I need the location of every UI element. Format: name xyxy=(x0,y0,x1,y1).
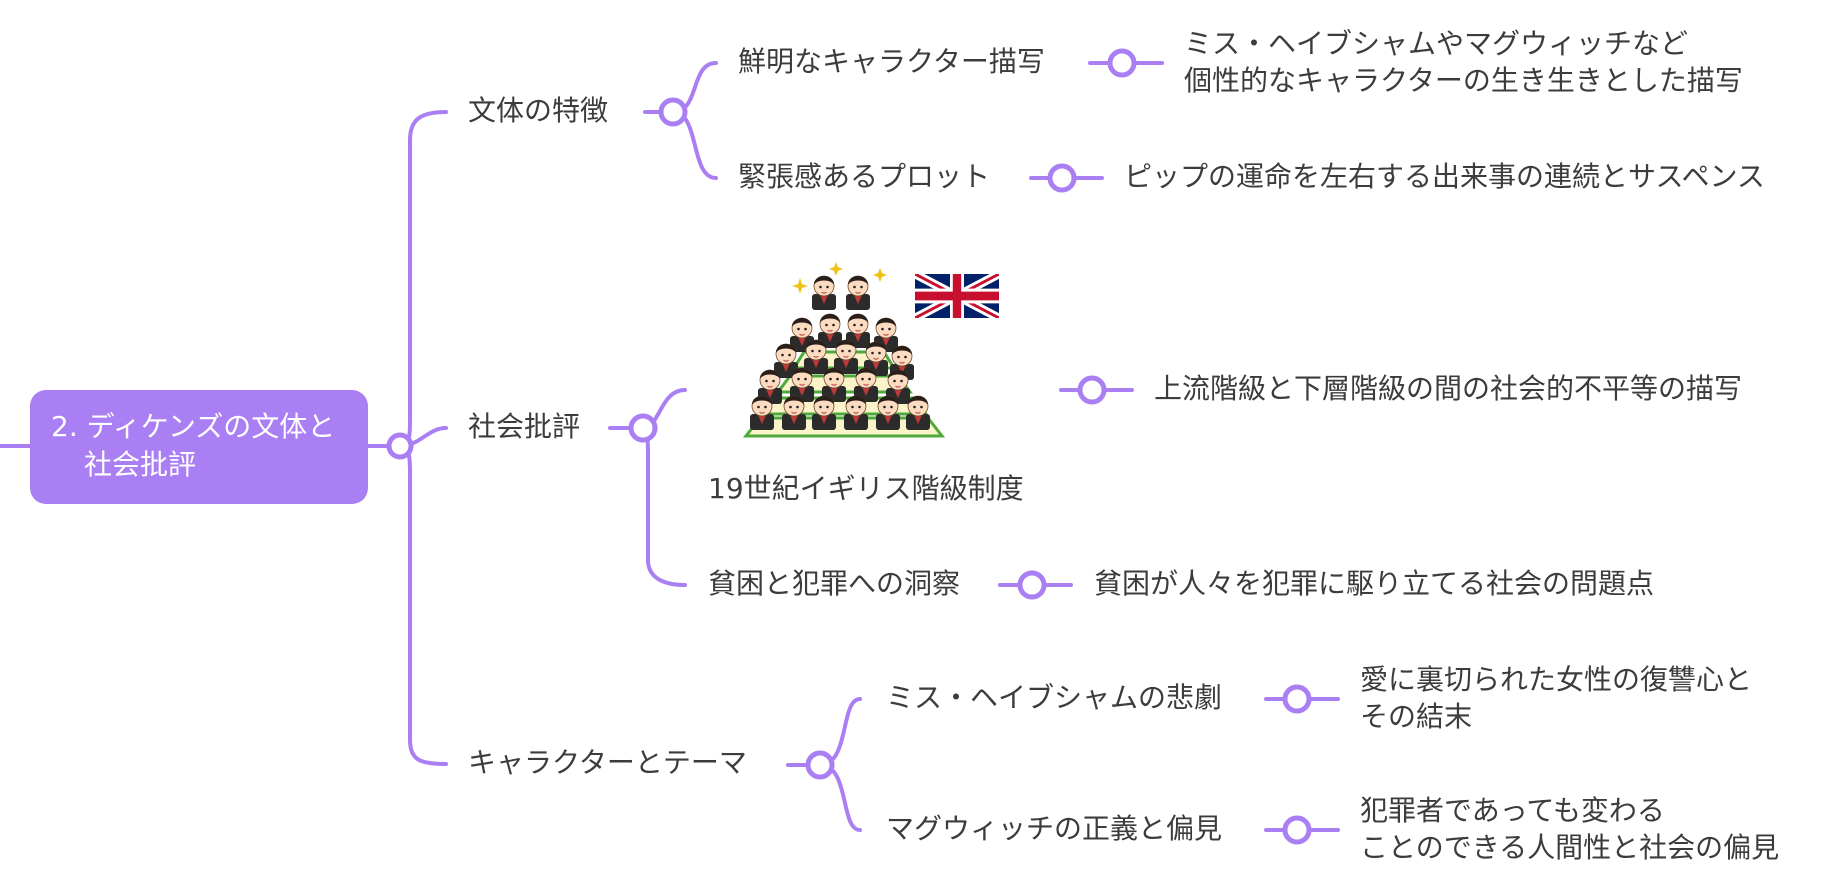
detail-line: 個性的なキャラクターの生き生きとした描写 xyxy=(1184,64,1743,97)
node-magwitch-justice[interactable]: マグウィッチの正義と偏見 xyxy=(886,812,1223,845)
detail-line: ことのできる人間性と社会の偏見 xyxy=(1360,831,1780,864)
detail-line: その結末 xyxy=(1360,700,1473,733)
node-havisham-tragedy[interactable]: ミス・ヘイブシャムの悲劇 xyxy=(886,681,1223,714)
student-pyramid-illustration xyxy=(742,262,946,438)
detail-line: 犯罪者であっても変わる xyxy=(1360,794,1665,827)
node-class-system[interactable]: 19世紀イギリス階級制度 xyxy=(708,472,1024,505)
node-tense-plot[interactable]: 緊張感あるプロット xyxy=(738,160,991,193)
branch-connector-characters xyxy=(398,444,448,766)
detail-poverty-crime[interactable]: 貧困が人々を犯罪に駆り立てる社会の問題点 xyxy=(1094,567,1655,600)
detail-line: 愛に裏切られた女性の復讐心と xyxy=(1360,663,1753,696)
detail-class-system[interactable]: 上流階級と下層階級の間の社会的不平等の描写 xyxy=(1154,372,1743,405)
leaf-knob-5 xyxy=(1282,684,1312,714)
leaf-knob-6 xyxy=(1282,815,1312,845)
branch-knob-style xyxy=(658,97,688,127)
branch-knob-critique xyxy=(628,413,658,443)
detail-magwitch-justice[interactable]: 犯罪者であっても変わる ことのできる人間性と社会の偏見 xyxy=(1360,792,1779,866)
branch-style[interactable]: 文体の特徴 xyxy=(468,94,609,127)
root-title-line1: 2. ディケンズの文体と xyxy=(51,410,336,443)
branch-connector-style xyxy=(398,110,448,448)
union-jack-flag-icon xyxy=(915,274,999,318)
leaf-knob-3 xyxy=(1077,375,1107,405)
child-connector-critique-2 xyxy=(641,426,687,587)
branch-knob-characters xyxy=(805,750,835,780)
leaf-knob-2 xyxy=(1047,163,1077,193)
root-node[interactable]: 2. ディケンズの文体と 社会批評 xyxy=(30,390,368,504)
root-knob xyxy=(386,432,414,460)
detail-line: ミス・ヘイブシャムやマグウィッチなど xyxy=(1184,27,1689,60)
leaf-knob-1 xyxy=(1107,48,1137,78)
detail-vivid-characters[interactable]: ミス・ヘイブシャムやマグウィッチなど 個性的なキャラクターの生き生きとした描写 xyxy=(1184,25,1743,99)
leaf-knob-4 xyxy=(1017,570,1047,600)
node-vivid-characters[interactable]: 鮮明なキャラクター描写 xyxy=(738,45,1045,78)
node-poverty-crime[interactable]: 貧困と犯罪への洞察 xyxy=(708,567,961,600)
branch-characters[interactable]: キャラクターとテーマ xyxy=(468,746,747,779)
detail-tense-plot[interactable]: ピップの運命を左右する出来事の連続とサスペンス xyxy=(1124,160,1765,193)
branch-critique[interactable]: 社会批評 xyxy=(468,410,581,443)
sparkle-icons xyxy=(792,262,887,294)
root-title-line2: 社会批評 xyxy=(84,448,197,481)
detail-havisham-tragedy[interactable]: 愛に裏切られた女性の復讐心と その結末 xyxy=(1360,661,1752,735)
